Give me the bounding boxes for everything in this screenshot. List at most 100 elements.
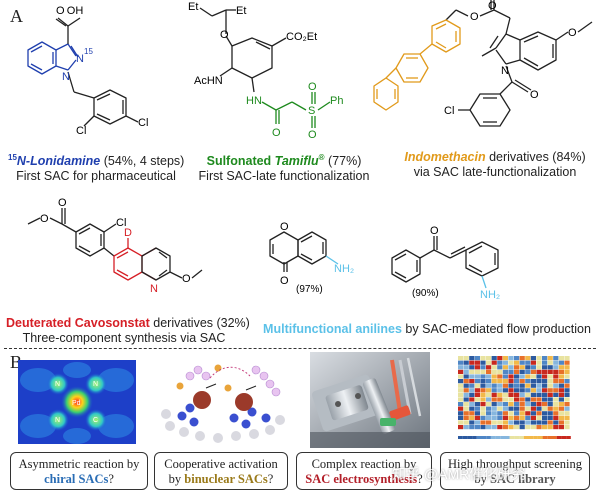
heatmap-cell	[564, 392, 570, 397]
heatmap-cell	[502, 425, 508, 430]
heatmap-cell	[508, 360, 514, 365]
atom-o1-label: O	[220, 29, 229, 41]
heatmap-cell	[536, 365, 542, 370]
heatmap-cell	[458, 379, 464, 384]
heatmap-cell	[514, 411, 520, 416]
heatmap-cell	[474, 397, 480, 402]
heatmap-cell	[558, 356, 564, 361]
heatmap-cell	[469, 425, 475, 430]
heatmap-cell	[536, 425, 542, 430]
heatmap-cell	[491, 392, 497, 397]
heatmap-cell	[530, 356, 536, 361]
heatmap-cell	[558, 402, 564, 407]
heatmap-cell	[564, 356, 570, 361]
binuclear-model-svg	[160, 356, 288, 448]
heatmap-cell	[502, 383, 508, 388]
heatmap-cell	[542, 406, 548, 411]
heatmap-cell	[502, 411, 508, 416]
heatmap-cell	[525, 356, 531, 361]
box-binuclear-keyword: binuclear SACs	[184, 472, 268, 486]
heatmap-cell	[491, 420, 497, 425]
anilines-desc: by SAC-mediated flow production	[401, 322, 591, 336]
heatmap-cell	[508, 415, 514, 420]
box-electro-keyword: SAC electrosynthesis	[305, 472, 418, 486]
heatmap-cell	[463, 402, 469, 407]
heatmap-cell	[491, 388, 497, 393]
heatmap-cell	[508, 397, 514, 402]
heatmap-cell	[508, 406, 514, 411]
heatmap-cell	[525, 360, 531, 365]
heatmap-cell	[536, 369, 542, 374]
heatmap-cell	[558, 425, 564, 430]
heatmap-cell	[502, 360, 508, 365]
heatmap-cell	[564, 383, 570, 388]
heatmap-cell	[564, 397, 570, 402]
atom-o-label-1: O	[488, 0, 497, 12]
heatmap-cell	[530, 365, 536, 370]
heatmap-cell	[542, 379, 548, 384]
heatmap-colorbar-cell	[523, 436, 529, 439]
heatmap-cell	[536, 379, 542, 384]
heatmap-cell	[497, 369, 503, 374]
heatmap-cell	[525, 420, 531, 425]
tamiflu-registered: ®	[318, 153, 325, 162]
box-library-line1: High throughput screening	[447, 457, 582, 471]
heatmap-cell	[463, 356, 469, 361]
heatmap-cell	[542, 425, 548, 430]
heatmap-cell	[564, 420, 570, 425]
heatmap-cell	[480, 379, 486, 384]
heatmap-cell	[502, 392, 508, 397]
panel-divider	[4, 348, 596, 349]
heatmap-cell	[514, 369, 520, 374]
heatmap-cell	[536, 356, 542, 361]
heatmap-cell	[458, 411, 464, 416]
svg-text:N: N	[55, 417, 60, 424]
heatmap-colorbar-cell	[486, 436, 491, 439]
tamiflu-yield: (77%)	[324, 154, 362, 169]
heatmap-cell	[508, 420, 514, 425]
heatmap-cell	[564, 425, 570, 430]
heatmap-cell	[491, 397, 497, 402]
heatmap-cell	[458, 360, 464, 365]
cavosonstat-structure	[27, 208, 203, 281]
heatmap-cell	[474, 374, 480, 379]
heatmap-cell	[508, 402, 514, 407]
heatmap-cell	[458, 388, 464, 393]
heatmap-cell	[480, 425, 486, 430]
heatmap-cell	[458, 415, 464, 420]
lonidamine-name: N-Lonidamine	[16, 154, 101, 169]
heatmap-cell	[480, 365, 486, 370]
heatmap-cell	[519, 406, 525, 411]
heatmap-cell	[553, 388, 559, 393]
tamiflu-name-italic: Tamiflu	[274, 154, 319, 169]
heatmap-cell	[530, 392, 536, 397]
heatmap-cell	[547, 402, 553, 407]
heatmap-cell	[514, 383, 520, 388]
atom-o-label-8: O	[280, 221, 289, 233]
atom-o-label-5: O	[58, 197, 67, 209]
atom-n-label-2: N	[150, 283, 158, 295]
heatmap-cell	[497, 356, 503, 361]
atom-o-label-3: O	[568, 27, 577, 39]
atom-oh-label: O OH	[56, 5, 83, 17]
heatmap-cell	[469, 369, 475, 374]
heatmap-cell	[474, 388, 480, 393]
heatmap-colorbar-cell	[509, 436, 515, 439]
heatmap-cell	[558, 397, 564, 402]
heatmap-cell	[469, 397, 475, 402]
svg-text:C: C	[93, 417, 98, 424]
heatmap-cell	[514, 406, 520, 411]
heatmap-cell	[558, 360, 564, 365]
heatmap-cell	[458, 383, 464, 388]
heatmap-cell	[458, 365, 464, 370]
heatmap-cell	[530, 425, 536, 430]
caption-cavosonstat: Deuterated Cavosonstat derivatives (32%)…	[6, 316, 250, 346]
heatmap-cell	[530, 406, 536, 411]
heatmap-cell	[542, 356, 548, 361]
heatmap-colorbar-cell	[472, 436, 477, 439]
heatmap-colorbar-cell	[500, 436, 505, 439]
tamiflu-name: Sulfonated	[206, 154, 275, 169]
heatmap-cell	[553, 397, 559, 402]
box-electrosynthesis: Complex reaction by SAC electrosynthesis…	[296, 452, 432, 490]
